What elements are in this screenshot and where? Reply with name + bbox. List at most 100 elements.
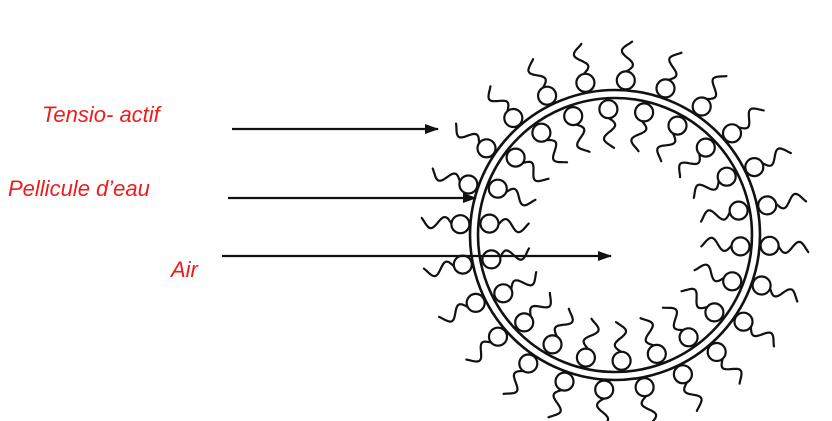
surfactant-tail [701, 210, 730, 221]
inner-surfactant-molecule [494, 272, 536, 302]
surfactant-head [657, 79, 675, 97]
outer-surfactant-molecule [723, 109, 764, 143]
surfactant-tail [547, 140, 567, 162]
surfactant-tail [523, 162, 549, 181]
surfactant-tail [770, 288, 797, 301]
inner-surfactant-molecule [532, 124, 567, 163]
surfactant-tail [657, 133, 675, 161]
air-label: Air [171, 257, 198, 283]
surfactant-head [556, 373, 574, 391]
surfactant-head [745, 158, 763, 176]
surfactant-head [515, 313, 533, 331]
surfactant-head [761, 237, 779, 255]
inner-surfactant-molecule [577, 319, 599, 367]
outer-surfactant-molecule [456, 124, 495, 158]
water-film-outer-ring [470, 90, 760, 380]
surfactant-tail [597, 399, 608, 421]
water-film-label: Pellicule d’eau [8, 176, 150, 202]
outer-surfactant-molecule [549, 373, 574, 418]
outer-surfactant-molecule [674, 365, 702, 411]
outer-surfactant-molecule [693, 76, 727, 115]
surfactant-head [482, 250, 500, 268]
inner-surfactant-molecule [544, 309, 573, 354]
surfactant-head [595, 381, 613, 399]
outer-surfactant-molecule [574, 44, 595, 92]
surfactant-tail [439, 304, 468, 321]
surfactant-tail [584, 319, 599, 349]
inner-surfactant-molecule [657, 117, 686, 162]
surfactant-tail [424, 262, 454, 277]
surfactant-tail [555, 309, 573, 337]
inner-surfactant-molecule [663, 308, 698, 347]
inner-surfactant-molecule [701, 202, 748, 222]
surfactant-tail [530, 293, 551, 316]
surfactant-tail [641, 318, 654, 345]
surfactant-tail [776, 194, 806, 209]
surfactant-tail [506, 189, 535, 206]
outer-surfactant-molecule [657, 53, 682, 98]
surfactant-head [674, 365, 692, 383]
outer-surfactant-molecule [424, 256, 472, 277]
surfactant-head [451, 215, 469, 233]
surfactant-tail [684, 382, 701, 411]
inner-surfactant-molecule [701, 237, 749, 255]
inner-surfactant-molecule [482, 248, 529, 268]
surfactant-tail [500, 248, 529, 259]
surfactant-head [577, 349, 595, 367]
outer-surfactant-molecule [745, 148, 791, 176]
surfactant-tail [549, 390, 562, 417]
surfactant-tail [701, 238, 731, 251]
surfactant-tail [722, 359, 742, 384]
surfactant-head [613, 352, 631, 370]
outer-surfactant-molecule [758, 194, 806, 215]
surfactant-head [459, 176, 477, 194]
surfactant-head [507, 149, 525, 167]
inner-surfactant-molecule [613, 322, 631, 370]
surfactant-head [697, 139, 715, 157]
outer-surfactant-molecule [735, 313, 774, 347]
surfactant-tail [663, 308, 683, 330]
outer-surfactant-molecule [466, 328, 507, 362]
outer-surfactant-molecule [489, 86, 523, 127]
surfactant-head [599, 100, 617, 118]
surfactant-head [669, 117, 687, 135]
surfactant-head [467, 294, 485, 312]
surfactant-tail [489, 86, 509, 111]
surfactant-head [723, 272, 741, 290]
inner-surfactant-molecule [599, 100, 617, 148]
surfactant-head [753, 277, 771, 295]
surfactant-tail [622, 42, 633, 72]
surfactant-head [636, 378, 654, 396]
inner-surfactant-molecule [564, 107, 589, 152]
inner-surfactant-molecule [507, 149, 549, 182]
surfactant-head [576, 74, 594, 92]
surfactant-tail [751, 327, 774, 347]
outer-surfactant-molecule [504, 355, 538, 394]
surfactant-tail [466, 342, 491, 362]
surfactant-tail [576, 125, 589, 152]
surfactant-head [538, 87, 556, 105]
surfactant-tail [668, 53, 681, 80]
surfactant-head [758, 196, 776, 214]
surfactant-head [494, 284, 512, 302]
surfactant-head [680, 328, 698, 346]
outer-surfactant-molecule [595, 381, 613, 421]
surfactant-head [648, 345, 666, 363]
surfactant-tail [679, 154, 700, 177]
surfactant-label: Tensio- actif [42, 102, 160, 128]
inner-surfactant-molecule [679, 139, 715, 178]
surfactant-head [532, 124, 550, 142]
surfactant-head [544, 335, 562, 353]
surfactant-head [489, 180, 507, 198]
outer-surfactant-molecule [636, 378, 657, 421]
surfactant-tail [642, 396, 657, 421]
surfactant-tail [694, 181, 719, 198]
surfactant-head [705, 303, 723, 321]
surfactant-tail [456, 124, 479, 144]
surfactant-tail [707, 76, 727, 99]
outer-surfactant-molecule [617, 42, 635, 90]
surfactant-tail [528, 59, 545, 88]
surfactant-tail [779, 242, 809, 253]
